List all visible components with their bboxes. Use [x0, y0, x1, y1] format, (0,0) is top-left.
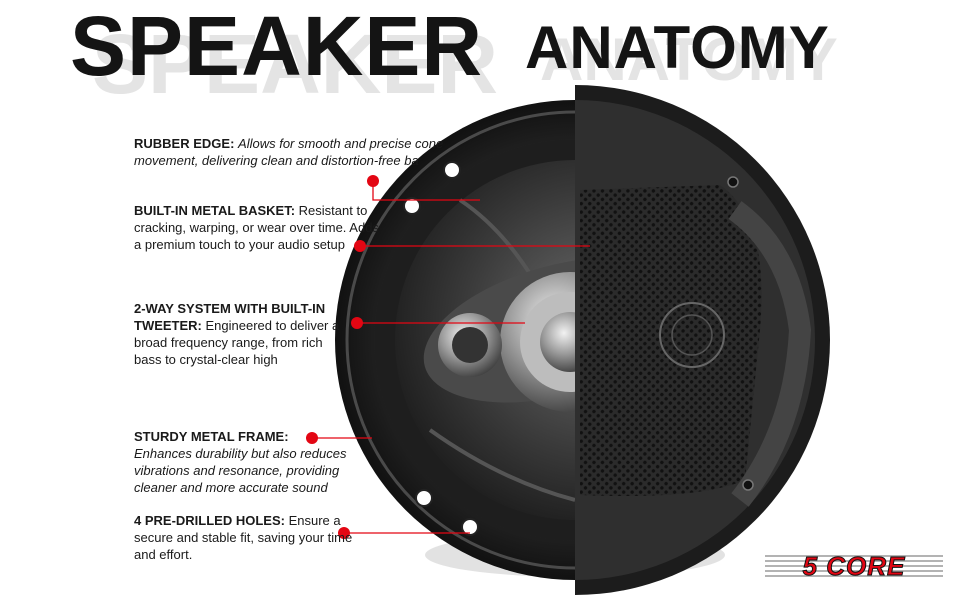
logo-stripes: [765, 555, 943, 577]
callout-rubber-edge: RUBBER EDGE: Allows for smooth and preci…: [134, 135, 454, 169]
callout-heading: STURDY METAL FRAME:: [134, 429, 289, 444]
callout-drilled-holes: 4 PRE-DRILLED HOLES: Ensure a secure and…: [134, 512, 359, 563]
speaker-right-half: [575, 85, 830, 595]
callout-heading: RUBBER EDGE:: [134, 136, 235, 151]
title-word2-shadow: ANATOMY: [540, 26, 838, 93]
callout-body: Enhances durability but also reduces vib…: [134, 446, 347, 495]
mounting-hole: [461, 518, 479, 536]
title-area: SPEAKER SPEAKER ANATOMY ANATOMY: [0, 0, 970, 110]
callout-body: Engineered to deliver a broad frequency …: [134, 318, 340, 367]
speaker-left-half: [335, 100, 575, 580]
callout-leaders: [306, 175, 590, 539]
mounting-hole: [415, 489, 433, 507]
grille-tweeter-ring: [659, 302, 725, 368]
callout-metal-basket: BUILT-IN METAL BASKET: Resistant to crac…: [134, 202, 384, 253]
callout-heading: BUILT-IN METAL BASKET:: [134, 203, 296, 218]
mounting-hole: [443, 161, 461, 179]
brand-logo: 5 CORE: [765, 550, 943, 582]
callout-body: Allows for smooth and precise cone movem…: [134, 136, 444, 168]
title-word1: SPEAKER: [70, 0, 484, 93]
callout-metal-frame: STURDY METAL FRAME: Enhances durability …: [134, 428, 359, 496]
grille-mesh: [580, 185, 762, 496]
mounting-hole: [403, 197, 421, 215]
callout-body: Ensure a secure and stable fit, saving y…: [134, 513, 353, 562]
callout-body: Resistant to cracking, warping, or wear …: [134, 203, 379, 252]
logo-text: 5 CORE: [802, 551, 906, 582]
callout-2way-system: 2-WAY SYSTEM WITH BUILT-IN TWEETER: Engi…: [134, 300, 349, 368]
title-word2: ANATOMY: [525, 14, 830, 81]
callout-heading: 4 PRE-DRILLED HOLES:: [134, 513, 285, 528]
callout-heading: 2-WAY SYSTEM WITH BUILT-IN TWEETER:: [134, 301, 326, 333]
title-word1-shadow: SPEAKER: [92, 17, 499, 111]
